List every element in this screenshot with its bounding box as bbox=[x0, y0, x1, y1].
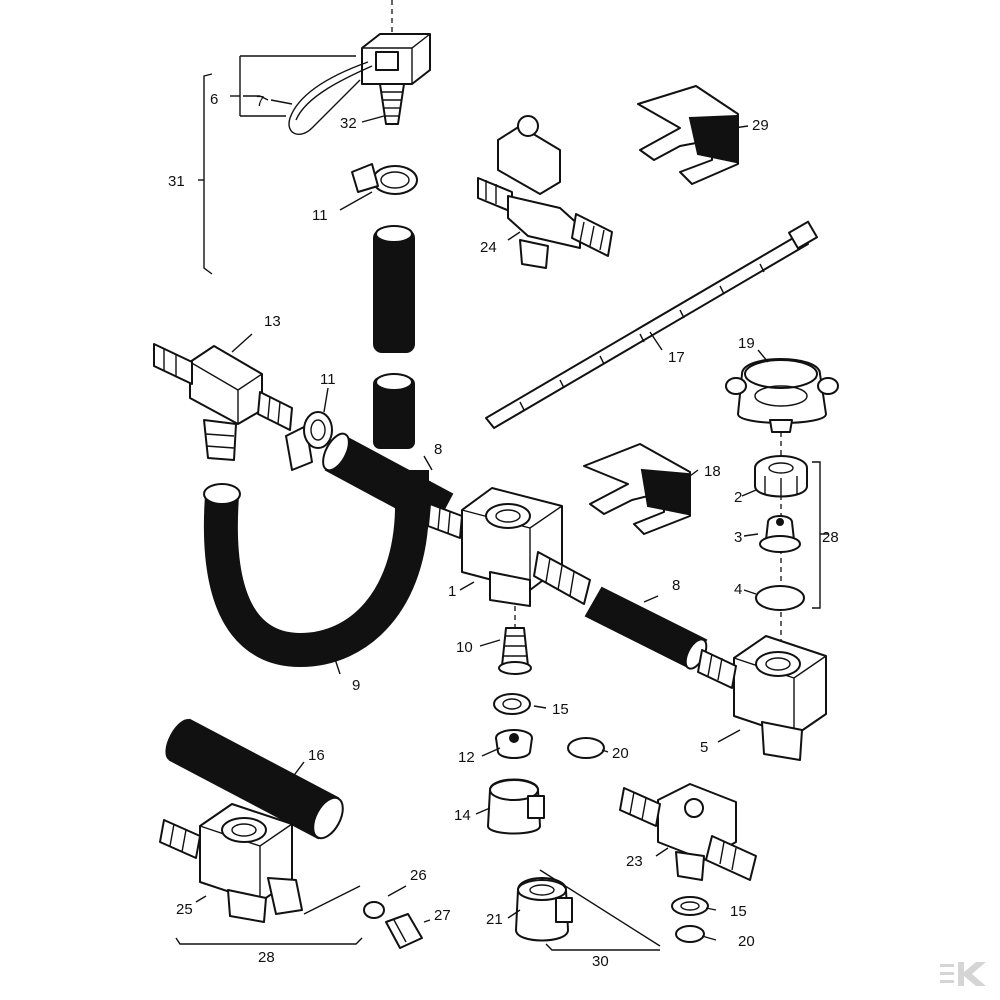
callout-4: 4 bbox=[734, 581, 742, 598]
part-20-disc-centre bbox=[567, 737, 605, 759]
part-15-washer-centre bbox=[493, 693, 531, 715]
callout-3: 3 bbox=[734, 529, 742, 546]
brand-k-logo-icon bbox=[940, 962, 986, 986]
part-27-cap bbox=[385, 913, 423, 949]
part-8-hose-right bbox=[584, 586, 708, 670]
part-7-spring-pin bbox=[288, 61, 373, 136]
callout-24: 24 bbox=[480, 239, 497, 256]
callout-15-bottom: 15 bbox=[730, 903, 747, 920]
part-25-nozzle-body bbox=[159, 803, 303, 923]
callout-26: 26 bbox=[410, 867, 427, 884]
part-18-clip bbox=[583, 443, 691, 535]
callout-32: 32 bbox=[340, 115, 357, 132]
callout-8-right: 8 bbox=[672, 577, 680, 594]
callout-17: 17 bbox=[668, 349, 685, 366]
callout-11-top: 11 bbox=[312, 207, 328, 224]
part-20-disc-bottom bbox=[675, 925, 705, 943]
part-12-nozzle-insert bbox=[495, 729, 533, 759]
part-5-nozzle-body bbox=[697, 635, 827, 761]
part-14-bayonet-nut bbox=[487, 778, 545, 835]
part-16-hose bbox=[165, 718, 344, 840]
part-3-nozzle-tip bbox=[759, 515, 801, 553]
part-2-strainer bbox=[754, 455, 808, 498]
callout-16: 16 bbox=[308, 747, 325, 764]
callout-20-centre: 20 bbox=[612, 745, 629, 762]
callout-31: 31 bbox=[168, 173, 185, 190]
part-10-filter-insert bbox=[498, 627, 532, 675]
hose-segment-vertical bbox=[373, 225, 415, 449]
callout-29: 29 bbox=[752, 117, 769, 134]
callout-2: 2 bbox=[734, 489, 742, 506]
callout-28-bottom: 28 bbox=[258, 949, 275, 966]
callout-21: 21 bbox=[486, 911, 503, 928]
callout-15-centre: 15 bbox=[552, 701, 569, 718]
callout-30: 30 bbox=[592, 953, 609, 970]
part-29-retaining-clip bbox=[637, 85, 739, 185]
callout-8-left: 8 bbox=[434, 441, 442, 458]
part-11-hose-clamp-middle bbox=[285, 411, 333, 471]
callout-6: 6 bbox=[210, 91, 218, 108]
part-21-bayonet-nut bbox=[515, 877, 573, 942]
part-6-clamp-body bbox=[361, 33, 431, 125]
part-24-double-connector bbox=[477, 115, 613, 269]
callout-11-middle: 11 bbox=[320, 371, 336, 388]
callout-10: 10 bbox=[456, 639, 473, 656]
part-23-double-connector bbox=[619, 783, 757, 881]
callout-19: 19 bbox=[738, 335, 755, 352]
callout-5: 5 bbox=[700, 739, 708, 756]
part-9-u-hose bbox=[203, 470, 429, 668]
part-15-washer-bottom bbox=[671, 896, 709, 916]
part-17-cable-tie bbox=[485, 220, 819, 429]
part-4-seal-ring bbox=[755, 585, 805, 611]
callout-labels: 6 7 32 31 11 24 29 13 17 19 11 8 18 2 3 … bbox=[168, 91, 839, 970]
part-11-hose-clamp-top bbox=[351, 163, 418, 195]
callout-9: 9 bbox=[352, 677, 360, 694]
part-26-plug bbox=[363, 901, 385, 919]
callout-7: 7 bbox=[256, 93, 264, 110]
part-1-nozzle-body bbox=[427, 487, 591, 607]
part-19-bayonet-cap bbox=[725, 358, 839, 433]
callout-20-bottom: 20 bbox=[738, 933, 755, 950]
callout-1: 1 bbox=[448, 583, 456, 600]
callout-14: 14 bbox=[454, 807, 471, 824]
part-13-t-piece bbox=[153, 343, 293, 461]
leader-lines bbox=[175, 55, 828, 951]
callout-13: 13 bbox=[264, 313, 281, 330]
callout-25: 25 bbox=[176, 901, 193, 918]
callout-12: 12 bbox=[458, 749, 475, 766]
callout-18: 18 bbox=[704, 463, 721, 480]
callout-27: 27 bbox=[434, 907, 451, 924]
callout-23: 23 bbox=[626, 853, 643, 870]
callout-28-right: 28 bbox=[822, 529, 839, 546]
